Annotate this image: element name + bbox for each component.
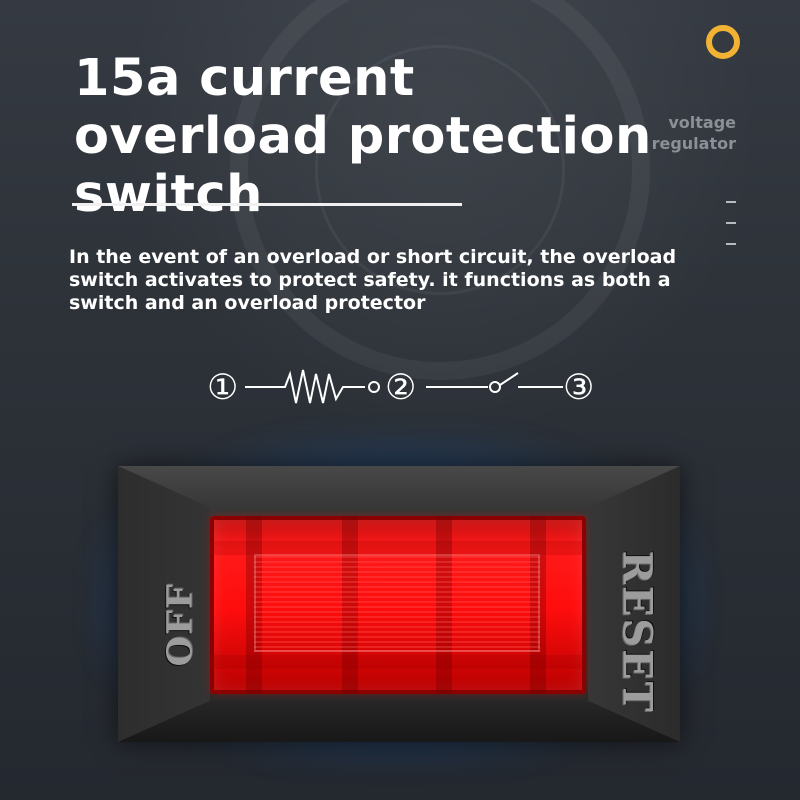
switch-bevel-bottom xyxy=(118,702,680,742)
circuit-diagram: ① ② ③ xyxy=(195,358,615,418)
off-label: OFF xyxy=(159,583,201,667)
switch-bevel-left xyxy=(118,466,210,742)
circuit-diagram-svg: ① ② ③ xyxy=(207,368,594,408)
switch-bevel-right xyxy=(588,466,680,742)
rocker-switch[interactable]: OFF RESET xyxy=(118,466,680,742)
description-text: In the event of an overload or short cir… xyxy=(69,246,677,314)
resistor-icon xyxy=(275,369,365,404)
dash-marker xyxy=(726,222,736,224)
ring-icon xyxy=(706,25,740,59)
background-dial-inner xyxy=(315,45,565,295)
reset-label: RESET xyxy=(613,550,661,714)
page-title: 15a current overload protection switch xyxy=(74,49,652,224)
side-label: voltage regulator xyxy=(651,113,736,153)
diagram-connector-2 xyxy=(489,381,501,393)
diagram-connector-1 xyxy=(368,381,380,393)
rocker-lens xyxy=(254,554,540,652)
rocker-texture-bar xyxy=(342,516,358,694)
red-rocker-button[interactable] xyxy=(210,516,586,694)
rocker-texture-bar xyxy=(436,516,452,694)
dash-marker xyxy=(726,201,736,203)
dash-marker xyxy=(726,243,736,245)
rocker-texture-row xyxy=(210,655,586,669)
diagram-node-3: ③ xyxy=(563,368,594,408)
switch-icon xyxy=(499,372,519,386)
rocker-texture-bar xyxy=(246,516,262,694)
rocker-texture-bar xyxy=(530,516,546,694)
rocker-texture-row xyxy=(210,541,586,555)
diagram-node-1: ① xyxy=(207,368,238,408)
title-divider xyxy=(72,203,462,206)
diagram-node-2: ② xyxy=(385,368,416,408)
switch-bevel-top xyxy=(118,466,680,508)
